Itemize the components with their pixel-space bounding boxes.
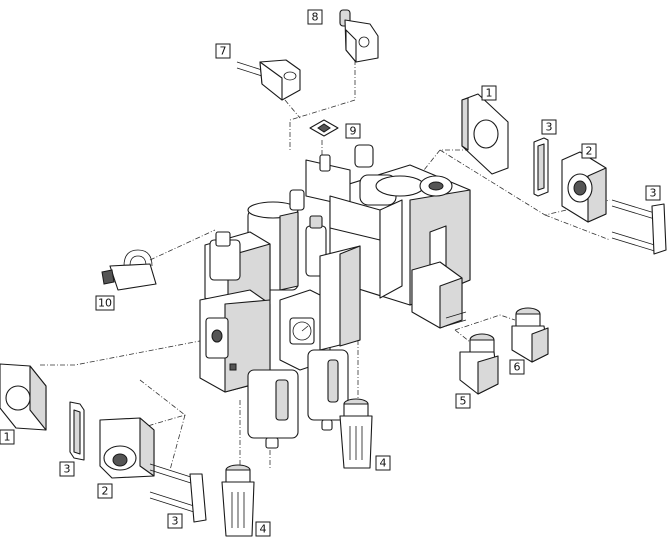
svg-text:3: 3 — [172, 515, 179, 528]
mounting-plate-right — [461, 93, 509, 175]
plug-socket-upper — [339, 9, 379, 63]
callout-1-left: 1 — [0, 429, 15, 445]
svg-text:4: 4 — [380, 457, 387, 470]
filter-bowl-left — [247, 369, 299, 449]
svg-text:7: 7 — [220, 45, 227, 58]
mounting-bracket-left — [69, 401, 85, 461]
plug-5 — [459, 333, 499, 395]
callout-2-right: 2 — [581, 143, 597, 159]
callout-tags: 8 7 9 1 3 2 3 10 — [0, 9, 661, 537]
mounting-bracket-right — [533, 137, 549, 197]
callout-6: 6 — [509, 359, 525, 375]
callout-2-left: 2 — [97, 483, 113, 499]
callout-3-left-lower: 3 — [167, 513, 183, 529]
base-manifold-left — [199, 289, 271, 393]
mounting-plate-left — [0, 363, 47, 431]
filter-bowl-right — [307, 349, 349, 431]
seal — [309, 119, 339, 137]
svg-text:5: 5 — [460, 395, 467, 408]
svg-text:8: 8 — [312, 11, 319, 24]
svg-text:2: 2 — [586, 145, 593, 158]
callout-9: 9 — [345, 123, 361, 139]
svg-text:2: 2 — [102, 485, 109, 498]
svg-text:4: 4 — [260, 523, 267, 536]
callout-4-left: 4 — [255, 521, 271, 537]
bracket-with-rods-right — [611, 199, 667, 255]
svg-text:3: 3 — [546, 121, 553, 134]
callout-4-right: 4 — [375, 455, 391, 471]
pressure-gauge-module — [279, 215, 361, 371]
callout-5: 5 — [455, 393, 471, 409]
svg-text:9: 9 — [350, 125, 357, 138]
callout-10: 10 — [95, 295, 115, 311]
padlock — [101, 249, 157, 291]
svg-text:6: 6 — [514, 361, 521, 374]
callout-3-left-upper: 3 — [59, 461, 75, 477]
callout-8: 8 — [307, 9, 323, 25]
coil-connector — [411, 261, 467, 329]
silencer-left — [221, 464, 255, 537]
svg-text:3: 3 — [64, 463, 71, 476]
silencer-right — [339, 398, 373, 469]
callout-3-right-lower: 3 — [645, 185, 661, 201]
svg-text:3: 3 — [650, 187, 657, 200]
flange-left — [99, 417, 155, 479]
bracket-with-rods-left — [149, 463, 207, 523]
cable-plug — [236, 59, 301, 101]
svg-text:1: 1 — [4, 431, 11, 444]
callout-1-right: 1 — [481, 85, 497, 101]
callout-3-right-upper: 3 — [541, 119, 557, 135]
callout-7: 7 — [215, 43, 231, 59]
svg-text:1: 1 — [486, 87, 493, 100]
flange-right — [561, 151, 607, 223]
svg-text:10: 10 — [98, 297, 112, 310]
plug-6 — [511, 307, 549, 363]
